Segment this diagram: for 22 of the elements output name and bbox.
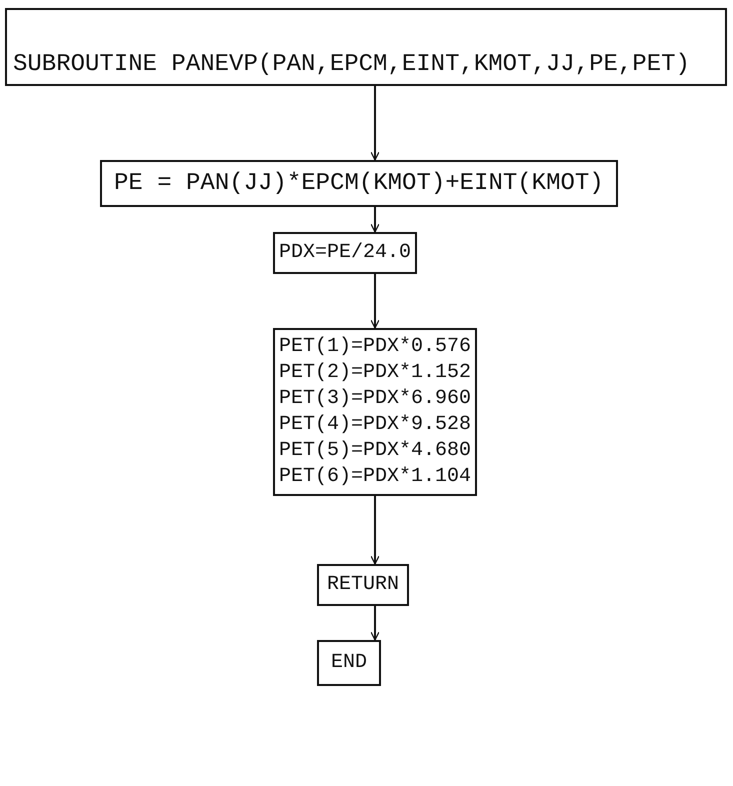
code-statement: PET(2)=PDX*1.152 [279, 360, 472, 386]
code-statement: PET(4)=PDX*9.528 [279, 412, 472, 438]
process-box [317, 564, 410, 606]
arrow [370, 207, 380, 233]
arrow [370, 86, 380, 161]
code-statement: PDX=PE/24.0 [279, 240, 412, 266]
process-box [317, 640, 382, 686]
process-box [100, 160, 618, 208]
arrow [370, 606, 380, 641]
code-statement: PET(6)=PDX*1.104 [279, 464, 472, 490]
code-statement: SUBROUTINE PANEVP(PAN,EPCM,EINT,KMOT,JJ,PE,PET) [13, 50, 691, 80]
arrow [370, 496, 380, 565]
arrow [370, 274, 380, 329]
process-box [273, 328, 478, 496]
process-box [273, 232, 418, 274]
process-box [5, 8, 727, 86]
code-statement: RETURN [327, 572, 400, 598]
code-statement: PET(3)=PDX*6.960 [279, 386, 472, 412]
code-statement: PET(5)=PDX*4.680 [279, 438, 472, 464]
code-statement: PE = PAN(JJ)*EPCM(KMOT)+EINT(KMOT) [114, 169, 604, 199]
code-statement: PET(1)=PDX*0.576 [279, 334, 472, 360]
code-statement: END [331, 650, 368, 676]
